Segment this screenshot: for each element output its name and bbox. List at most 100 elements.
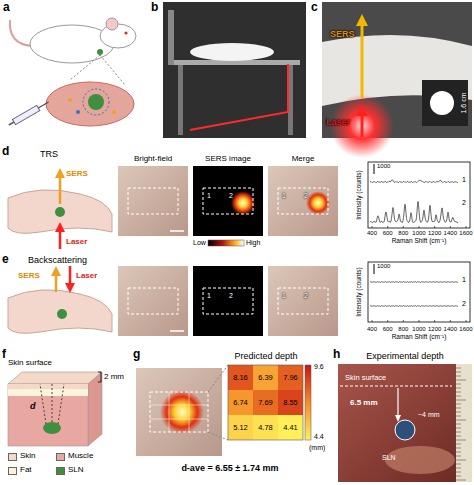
panel-letter: c xyxy=(311,1,318,13)
ruler-tick xyxy=(456,444,461,445)
tick-label: 1600 xyxy=(459,326,472,332)
backscatter-cartoon xyxy=(8,266,112,333)
ruler-tick xyxy=(456,376,461,377)
ruler-tick xyxy=(456,440,466,441)
trace-number: 2 xyxy=(462,300,466,307)
image-panels xyxy=(128,188,178,214)
dimension: 2 mm xyxy=(104,373,124,381)
mouse-illustration xyxy=(97,49,103,55)
spectrum-trace xyxy=(370,281,458,283)
mouse-illustration xyxy=(7,99,50,127)
tick-label: 400 xyxy=(367,230,377,236)
depth-map xyxy=(136,368,222,456)
callout-number: 2 xyxy=(304,192,308,199)
dissection-photo xyxy=(338,364,472,482)
spectrum-trace xyxy=(370,305,458,307)
ruler-tick xyxy=(456,460,466,461)
legend-swatch xyxy=(56,467,65,475)
callout-number: 2 xyxy=(304,292,308,299)
image-panels xyxy=(193,266,263,336)
ruler-tick xyxy=(456,452,461,453)
axis-tick xyxy=(403,320,404,322)
depth-map xyxy=(305,365,311,440)
backscatter-cartoon xyxy=(55,274,58,292)
dimension: 1.6 cm xyxy=(460,92,467,113)
depth-map xyxy=(253,390,278,415)
tick-label: 600 xyxy=(383,326,393,332)
image-panels xyxy=(118,266,188,336)
image-panels xyxy=(118,166,188,236)
ruler-tick xyxy=(456,456,461,457)
image-panels xyxy=(118,166,338,336)
legend-label: SLN xyxy=(68,466,84,474)
dimension: ~4 mm xyxy=(418,411,440,418)
image-panels xyxy=(268,166,338,236)
axis-title: Intensity (counts) xyxy=(356,267,363,317)
depth-map xyxy=(150,419,208,420)
ruler-tick xyxy=(456,464,461,465)
tick-label: 1400 xyxy=(444,230,457,236)
laser-photo xyxy=(361,114,364,137)
table-cell: 4.41 xyxy=(283,424,298,432)
table-cell: 7.69 xyxy=(258,399,273,407)
tissue-label: Skin surface xyxy=(345,374,386,382)
depth-symbol: d xyxy=(30,402,36,411)
depth-map xyxy=(208,432,228,440)
mouse-illustration xyxy=(124,31,127,34)
tick-label: 1600 xyxy=(459,230,472,236)
trace-number: 1 xyxy=(462,276,466,283)
axis-tick xyxy=(372,226,373,228)
dimension: 6.5 mm xyxy=(350,399,378,407)
laser-photo xyxy=(356,14,368,26)
mode-label: Backscattering xyxy=(28,256,87,265)
dissection-photo xyxy=(395,420,415,440)
mouse-illustration xyxy=(76,110,80,114)
colorbar-label: 9.6 xyxy=(314,363,324,370)
tissue-label: SLN xyxy=(382,454,396,461)
setup-photo xyxy=(190,43,274,61)
depth-map xyxy=(189,392,190,432)
dissection-photo xyxy=(397,388,398,418)
spectrum-axes xyxy=(372,226,466,322)
tick-label: 800 xyxy=(398,326,408,332)
panel-title: Predicted depth xyxy=(234,352,297,361)
ruler-tick xyxy=(456,384,461,385)
trace-number: 1 xyxy=(462,176,466,183)
depth-map xyxy=(253,415,278,440)
depth-map xyxy=(253,365,278,390)
laser-photo xyxy=(356,104,368,116)
colorbar-label: (mm) xyxy=(309,444,325,451)
panel-letter: d xyxy=(2,145,9,157)
tissue-block xyxy=(8,384,88,446)
mouse-illustration xyxy=(70,55,100,80)
scale-bar: 1000 xyxy=(377,263,390,269)
laser-photo xyxy=(361,24,364,98)
tissue-block xyxy=(8,372,102,384)
table-cell: 6.39 xyxy=(258,374,273,382)
table-cell: 4.78 xyxy=(258,424,273,432)
panel-letter: h xyxy=(333,348,340,360)
tissue-block xyxy=(8,389,88,396)
axis-tick xyxy=(419,226,420,228)
image-panels xyxy=(170,330,184,332)
dissection-photo xyxy=(456,368,466,480)
tick-label: 1000 xyxy=(412,230,425,236)
trs-cartoon xyxy=(55,222,65,232)
tissue-block xyxy=(88,372,102,446)
mode-label: TRS xyxy=(40,150,58,159)
setup-photo xyxy=(168,10,174,65)
laser-photo xyxy=(322,2,472,138)
axis-tick xyxy=(434,320,435,322)
depth-map xyxy=(228,365,303,440)
callout-number: 1 xyxy=(282,292,286,299)
laser-photo xyxy=(430,91,454,115)
callout-number: 2 xyxy=(229,292,233,299)
ruler-tick xyxy=(456,408,461,409)
ruler-tick xyxy=(456,424,461,425)
mouse-illustration xyxy=(46,82,134,126)
panel-letter: f xyxy=(2,348,6,360)
tick-label: 1200 xyxy=(428,230,441,236)
axis-tick xyxy=(434,226,435,228)
ruler-tick xyxy=(456,392,461,393)
